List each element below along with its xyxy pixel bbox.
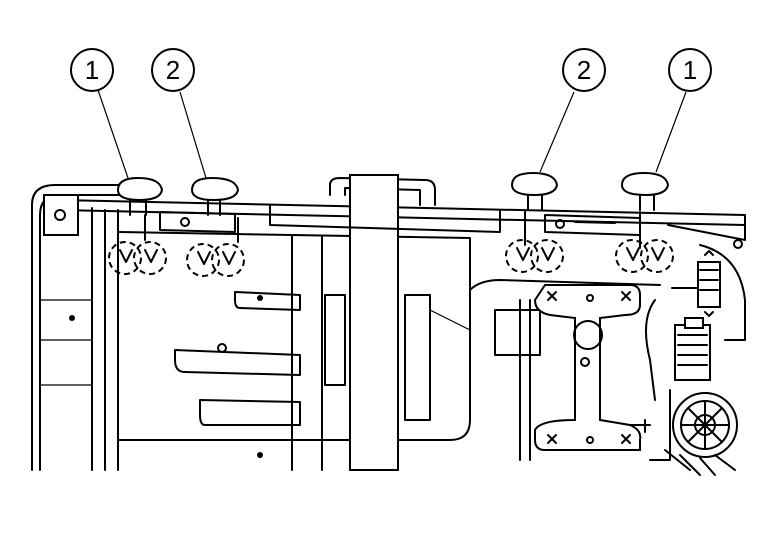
callout-leaders <box>97 89 687 179</box>
callout-label: 2 <box>577 55 591 85</box>
retainer-clips-left-1 <box>108 241 167 275</box>
callout-label: 1 <box>85 55 99 85</box>
retainer-clips-left-2 <box>186 243 245 277</box>
retainer-clips-right-2 <box>505 239 564 273</box>
callout-2-left: 2 <box>151 48 195 92</box>
fastener-knob-1-left <box>116 176 164 216</box>
right-panel <box>469 209 661 461</box>
seat-motor <box>645 239 746 476</box>
callout-label: 1 <box>683 55 697 85</box>
callout-2-right: 2 <box>562 48 606 92</box>
seat-frame <box>31 184 746 471</box>
retainer-clips-right-1 <box>615 239 674 273</box>
fastener-knob-1-right <box>620 171 670 211</box>
callout-1-left: 1 <box>70 48 114 92</box>
fastener-knob-2-right <box>510 171 559 211</box>
callout-1-right: 1 <box>668 48 712 92</box>
fastener-knob-2-left <box>190 176 240 216</box>
callout-label: 2 <box>166 55 180 85</box>
center-strap <box>269 174 501 471</box>
